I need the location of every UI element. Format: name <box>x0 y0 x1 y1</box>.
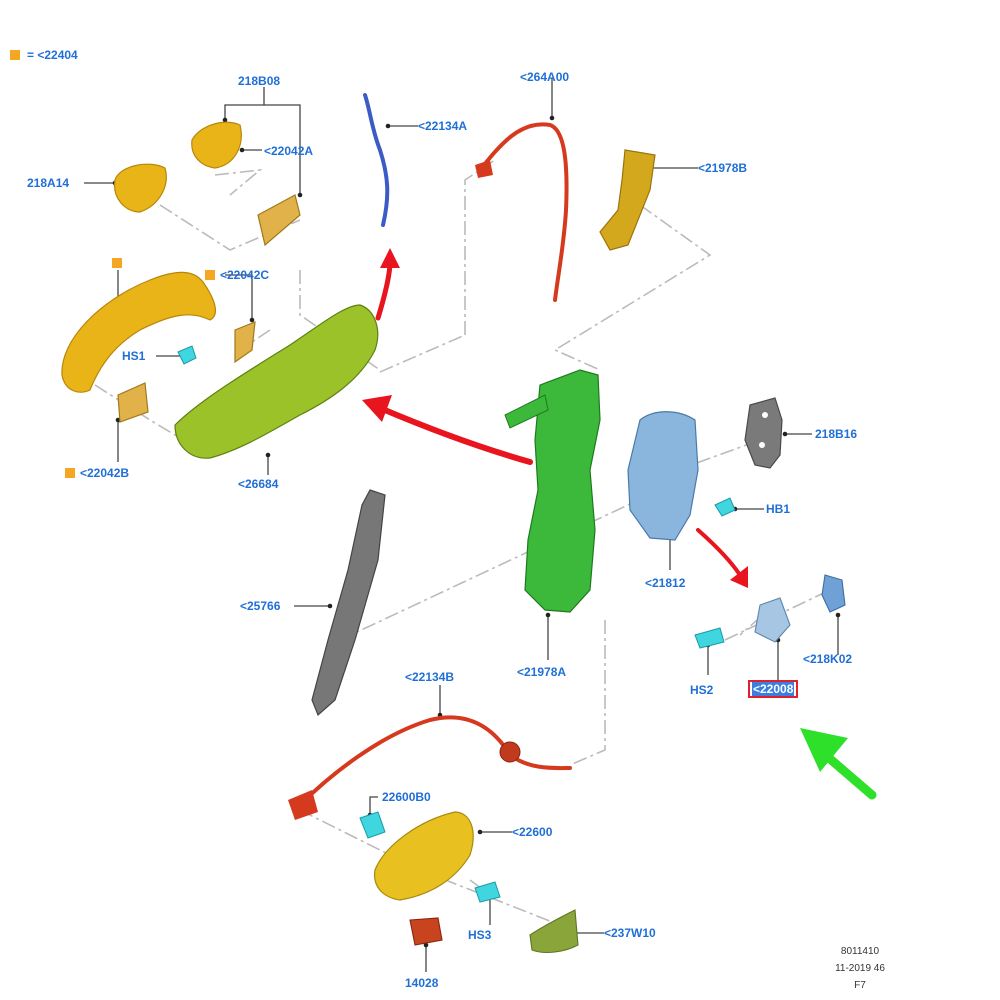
callout-22042B[interactable]: <22042B <box>80 466 130 480</box>
red-arrow-to-handle <box>362 395 533 465</box>
legend-text: = <22404 <box>27 48 78 62</box>
callout-21978B[interactable]: <21978B <box>698 161 748 175</box>
callout-22600B0[interactable]: 22600B0 <box>382 790 431 804</box>
inner-handle-22600[interactable] <box>373 811 474 901</box>
marker-square-icon <box>65 468 75 478</box>
cable-264A00[interactable] <box>475 122 569 302</box>
door-latch-21812[interactable] <box>627 411 699 541</box>
callout-218A14[interactable]: 218A14 <box>27 176 70 190</box>
screw-HB1[interactable] <box>714 497 736 517</box>
callout-22008-text: <22008 <box>752 682 795 696</box>
callout-14028[interactable]: 14028 <box>405 976 439 990</box>
drawing-date: 11-2019 46 <box>835 963 885 974</box>
rod-22134A[interactable] <box>363 93 390 227</box>
callout-218B08[interactable]: 218B08 <box>238 74 281 88</box>
callout-22042C[interactable]: <22042C <box>220 268 270 282</box>
callout-237W10[interactable]: <237W10 <box>604 926 656 940</box>
clip-22600B0[interactable] <box>359 811 386 839</box>
callout-HB1[interactable]: HB1 <box>766 502 791 516</box>
drawing-page: F7 <box>854 980 866 991</box>
bracket-21978B[interactable] <box>599 149 656 251</box>
handle-bezel-218B08[interactable] <box>191 121 242 169</box>
callout-22134A[interactable]: <22134A <box>418 119 468 133</box>
outer-handle[interactable] <box>61 271 217 393</box>
gasket-22042B[interactable] <box>117 382 149 423</box>
plate-218B16[interactable] <box>744 397 783 469</box>
legend-square-icon <box>10 50 20 60</box>
callout-26684[interactable]: <26684 <box>238 477 279 491</box>
connector-14028[interactable] <box>409 917 443 946</box>
handle-bracket-26684[interactable] <box>174 304 379 459</box>
callout-HS2[interactable]: HS2 <box>690 683 714 697</box>
callout-218K02[interactable]: <218K02 <box>803 652 853 666</box>
callout-25766[interactable]: <25766 <box>240 599 281 613</box>
bracket-21978A[interactable] <box>504 369 601 613</box>
cable-22134B[interactable] <box>288 715 572 820</box>
handle-cap-218A14[interactable] <box>113 163 167 213</box>
callout-HS1[interactable]: HS1 <box>122 349 146 363</box>
screw-HS1[interactable] <box>177 345 197 365</box>
green-arrow-indicator <box>800 728 877 800</box>
callout-22042A[interactable]: <22042A <box>264 144 314 158</box>
callout-22008-highlighted[interactable]: <22008 <box>748 680 799 698</box>
callout-218B16[interactable]: 218B16 <box>815 427 858 441</box>
screw-HS3[interactable] <box>474 881 501 903</box>
red-arrow-up <box>375 248 400 321</box>
marker-square-icon <box>205 270 215 280</box>
callout-22600[interactable]: <22600 <box>512 825 553 839</box>
callout-22134B[interactable]: <22134B <box>405 670 455 684</box>
cover-218K02[interactable] <box>821 574 846 613</box>
marker-square-icon <box>112 258 122 268</box>
callout-264A00[interactable]: <264A00 <box>520 70 570 84</box>
callout-21812[interactable]: <21812 <box>645 576 686 590</box>
gasket-22042A[interactable] <box>257 194 301 247</box>
drawing-number: 8011410 <box>840 946 880 957</box>
leader-dots <box>112 115 841 948</box>
callout-21978A[interactable]: <21978A <box>517 665 567 679</box>
gasket-22042C[interactable] <box>234 321 256 364</box>
weatherstrip-25766[interactable] <box>311 489 386 717</box>
screw-HS2[interactable] <box>694 627 725 649</box>
callout-HS3[interactable]: HS3 <box>468 928 492 942</box>
cap-237W10[interactable] <box>529 909 579 954</box>
latch-bracket-22008[interactable] <box>754 597 791 643</box>
red-arrow-to-latch-bracket <box>696 528 748 588</box>
